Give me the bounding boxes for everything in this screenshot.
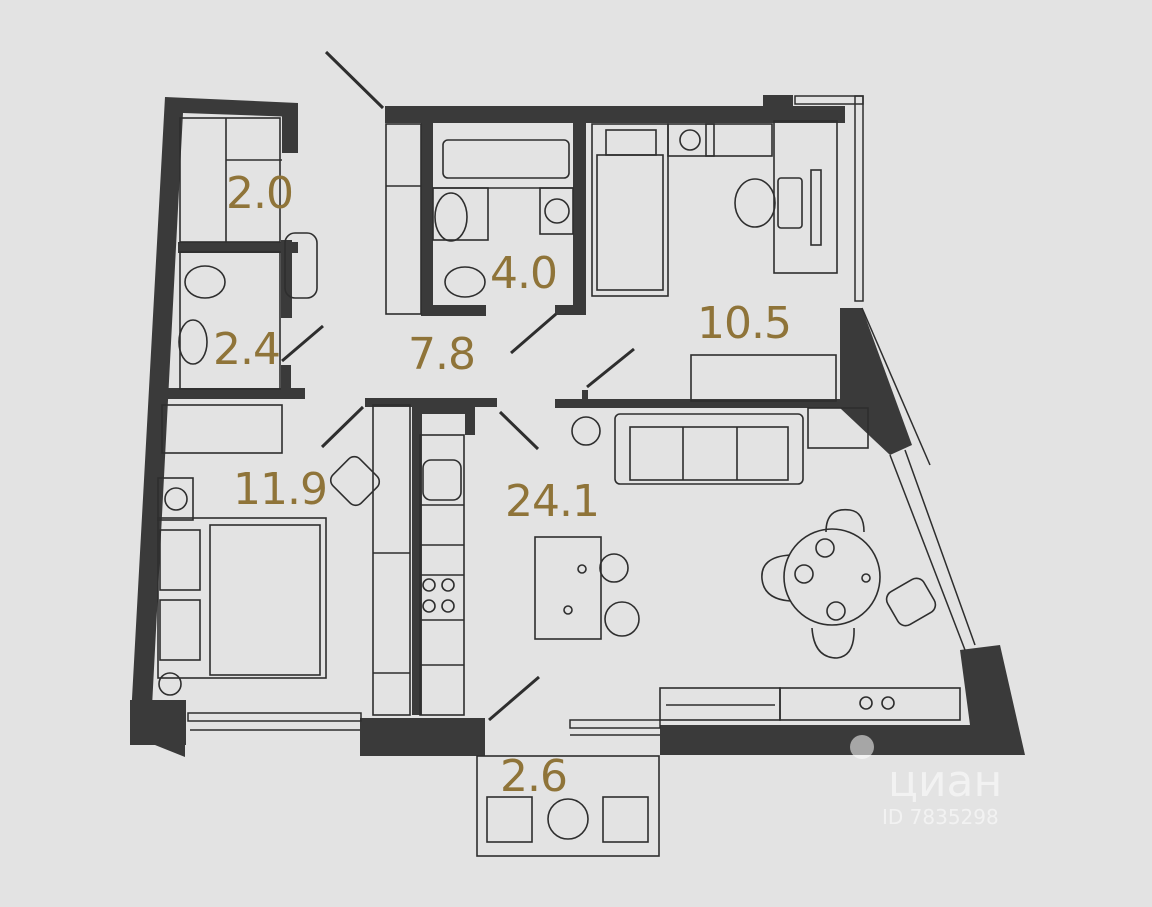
- room-area-wardrobe: 2.0: [226, 168, 294, 219]
- doors: [281, 50, 635, 722]
- room-area-toilet: 2.4: [213, 324, 281, 375]
- room-area-hallway: 7.8: [408, 329, 476, 380]
- room-area-bathroom: 4.0: [490, 248, 558, 299]
- watermark-id: ID 7835298: [882, 805, 999, 829]
- room-area-balcony: 2.6: [500, 751, 568, 802]
- walls: [130, 95, 1025, 757]
- room-area-bedroom: 11.9: [233, 464, 328, 515]
- cian-logo-icon: [850, 735, 874, 759]
- watermark-brand: циан: [888, 756, 1003, 807]
- windows: [187, 95, 976, 736]
- room-area-kitchen-living: 24.1: [505, 476, 600, 527]
- room-area-bedroom-small: 10.5: [697, 298, 792, 349]
- furniture: [157, 117, 961, 857]
